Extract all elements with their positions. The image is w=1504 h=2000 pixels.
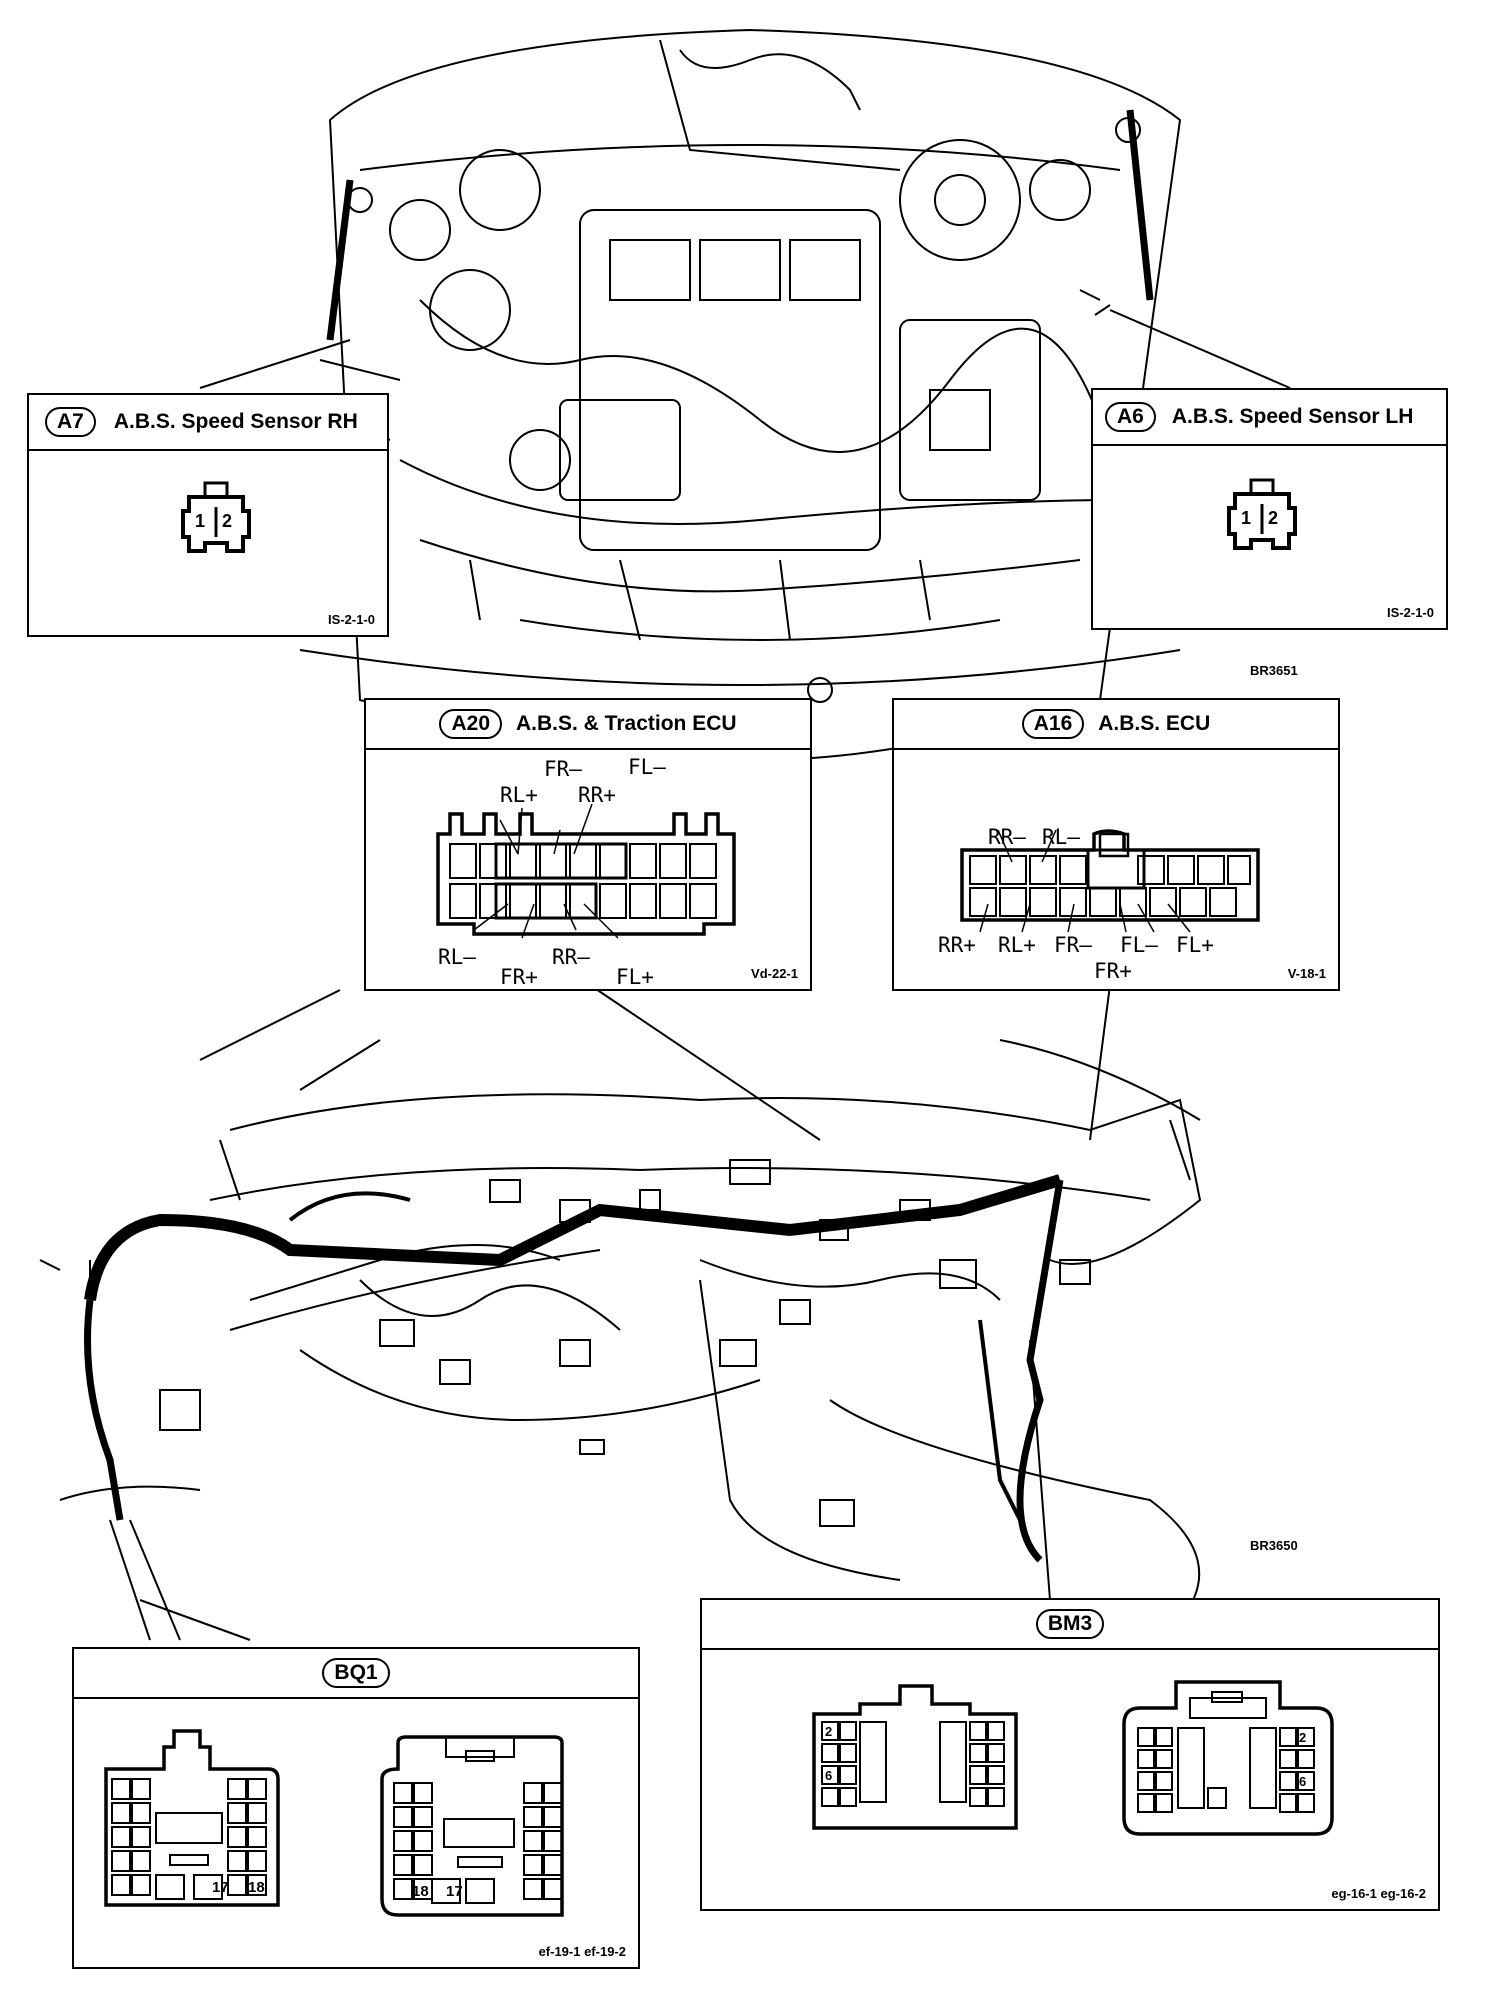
pin-label: RR+ (578, 783, 616, 807)
pin-number: 1 (1241, 508, 1252, 528)
connector-header: BQ1 (74, 1649, 638, 1699)
connector-header: A7 A.B.S. Speed Sensor RH (29, 395, 387, 451)
connector-title: A.B.S. Speed Sensor LH (1171, 405, 1414, 428)
pin-number: 18 (412, 1883, 429, 1900)
pin-label: RL+ (998, 933, 1036, 957)
connector-header: BM3 (702, 1600, 1438, 1650)
two-pin-connector-icon (1227, 478, 1297, 550)
connector-code: IS-2-1-0 (328, 612, 375, 627)
pin-label: RL– (1042, 825, 1080, 849)
connector-box-bm3: BM3 (700, 1598, 1440, 1911)
pin-label: FL– (1120, 933, 1158, 957)
pin-number: 2 (1268, 508, 1279, 528)
pin-label: FL– (628, 755, 666, 779)
connector-box-a20: A20 A.B.S. & Traction ECU FR– FL– RL+ RR… (364, 698, 812, 991)
engine-bay-illustration (299, 28, 1182, 762)
connector-header: A6 A.B.S. Speed Sensor LH (1093, 390, 1446, 446)
bm3-right-connector (1122, 1680, 1334, 1836)
pin-number: 17 (212, 1879, 229, 1896)
bq1-connector-pair-icon (104, 1729, 564, 1917)
connector-box-bq1: BQ1 (72, 1647, 640, 1969)
pin-label: FR+ (500, 965, 538, 989)
pin-number: 2 (1299, 1730, 1307, 1745)
pin-label: FR+ (1094, 959, 1132, 983)
connector-id-badge: A6 (1105, 402, 1156, 432)
connector-code: V-18-1 (1287, 966, 1326, 981)
two-pin-connector-icon (181, 481, 251, 553)
connector-code: IS-2-1-0 (1387, 605, 1434, 620)
pin-label: FR– (1054, 933, 1092, 957)
connector-header: A20 A.B.S. & Traction ECU (366, 700, 810, 750)
pin-label: RR– (552, 945, 590, 969)
pin-number: 17 (446, 1883, 463, 1900)
bq1-right-connector (380, 1735, 564, 1917)
bm3-left-connector (812, 1684, 1018, 1830)
connector-id-badge: A7 (45, 407, 96, 437)
pin-number: 1 (195, 511, 206, 531)
multi-pin-connector-icon (436, 804, 736, 939)
connector-id-badge: A20 (439, 709, 502, 739)
figure-id-engine: BR3651 (1250, 663, 1298, 678)
connector-title: A.B.S. ECU (1098, 712, 1211, 735)
pin-number: 6 (1299, 1774, 1307, 1789)
pin-label: RL+ (500, 783, 538, 807)
connector-box-a7: A7 A.B.S. Speed Sensor RH 1 2 IS-2-1-0 (27, 393, 389, 637)
pin-label: FL+ (1176, 933, 1214, 957)
connector-id-badge: A16 (1021, 709, 1085, 739)
connector-code: ef-19-1 ef-19-2 (538, 1944, 626, 1959)
pin-label: FR– (544, 757, 582, 781)
pin-number: 18 (248, 1879, 265, 1896)
pin-label: FL+ (616, 965, 654, 989)
pin-number: 2 (825, 1724, 833, 1739)
pin-label: RL– (438, 945, 476, 969)
pin-label: RR– (988, 825, 1026, 849)
figure-id-dashboard: BR3650 (1250, 1538, 1298, 1553)
connector-id-badge: BQ1 (322, 1658, 390, 1688)
connector-box-a6: A6 A.B.S. Speed Sensor LH 1 2 IS-2-1-0 (1091, 388, 1448, 630)
connector-title: A.B.S. & Traction ECU (516, 712, 737, 735)
connector-header: A16 A.B.S. ECU (894, 700, 1338, 750)
connector-code: Vd-22-1 (751, 966, 798, 981)
connector-title: A.B.S. Speed Sensor RH (113, 410, 358, 433)
bq1-left-connector (104, 1729, 280, 1907)
pin-number: 2 (222, 511, 233, 531)
connector-id-badge: BM3 (1035, 1609, 1105, 1639)
pin-label: RR+ (938, 933, 976, 957)
bm3-connector-pair-icon (812, 1680, 1334, 1836)
multi-pin-connector-icon (960, 829, 1260, 933)
pin-number: 6 (825, 1768, 833, 1783)
dashboard-illustration (39, 989, 1202, 1641)
connector-code: eg-16-1 eg-16-2 (1331, 1886, 1426, 1901)
leader-lines (139, 309, 1291, 1641)
connector-box-a16: A16 A.B.S. ECU RR– RL– RR+ RL+ FR– FL– F… (892, 698, 1340, 991)
